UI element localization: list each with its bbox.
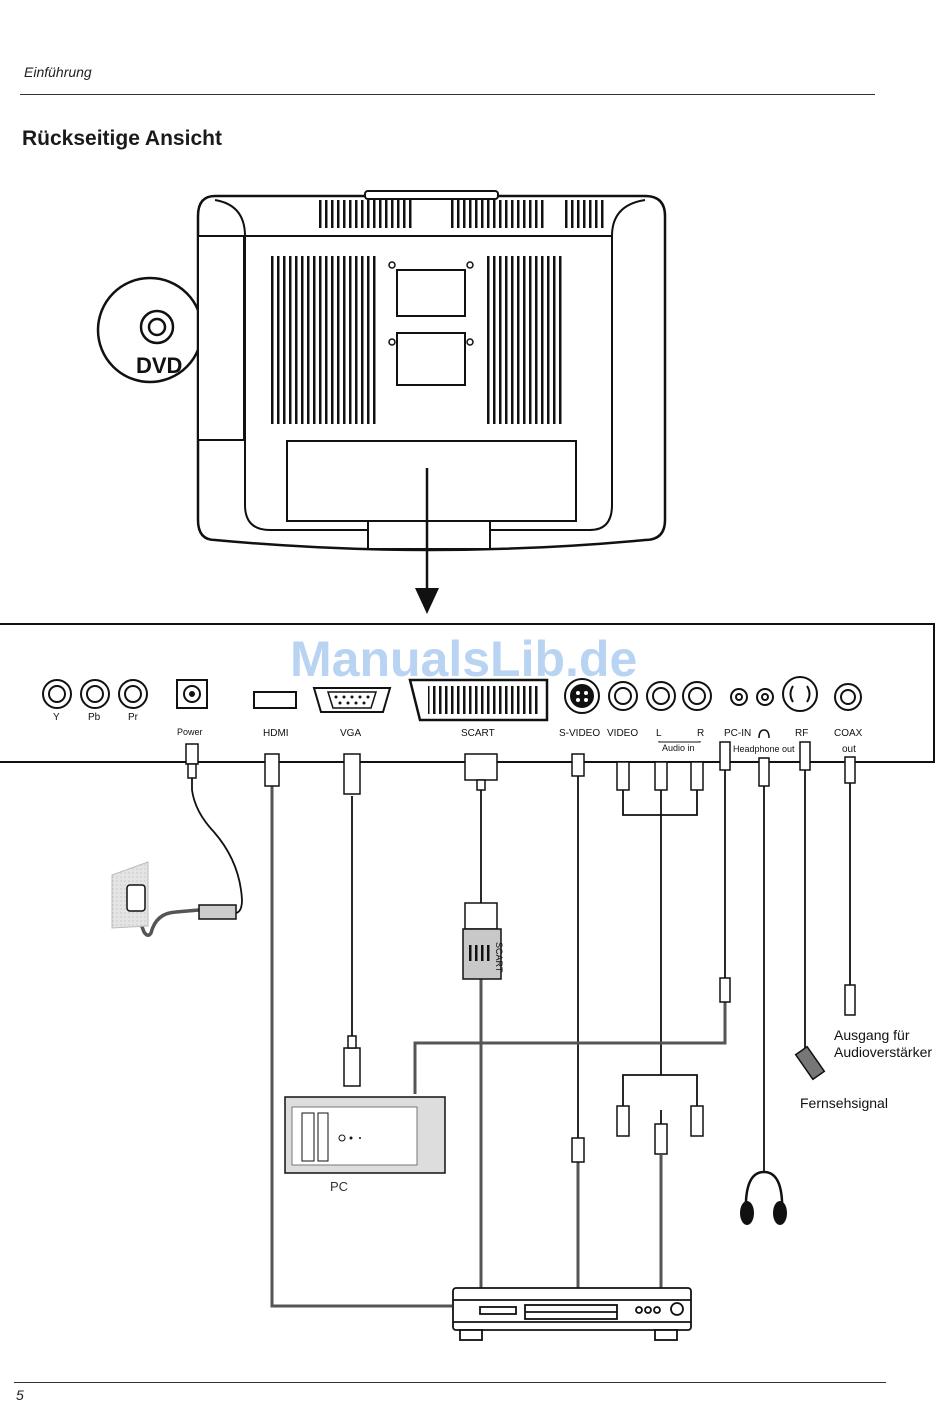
label-pb: Pb — [88, 712, 101, 723]
dvd-label: DVD — [136, 353, 182, 378]
top-vent-left — [318, 200, 414, 228]
svideo-plug — [572, 754, 584, 776]
label-audio-in: Audio in — [662, 743, 695, 753]
label-coax-out: out — [842, 744, 856, 755]
port-vga — [314, 688, 390, 712]
tv-signal-label: Fernsehsignal — [800, 1095, 888, 1111]
port-rf — [783, 677, 817, 711]
rf-plug — [800, 742, 810, 770]
tv-rear-view — [98, 191, 665, 550]
rf-antenna-plug — [796, 1047, 825, 1080]
vga-plug-bottom — [344, 1048, 360, 1086]
side-vent-left — [268, 256, 376, 424]
page-number: 5 — [16, 1387, 24, 1403]
label-pcin: PC-IN — [724, 728, 751, 739]
top-vent-center — [448, 200, 544, 228]
label-hdmi: HDMI — [263, 728, 289, 739]
audio-amp-label-line1: Ausgang für — [834, 1027, 910, 1043]
coax-plug — [845, 757, 855, 783]
label-vga: VGA — [340, 728, 361, 739]
coax-plug-end — [845, 985, 855, 1015]
audio-amp-label-line2: Audioverstärker — [834, 1044, 932, 1060]
scart-plug-top — [465, 754, 497, 780]
top-vent-right — [565, 200, 605, 228]
cables — [132, 762, 850, 1306]
label-power: Power — [177, 727, 203, 737]
connector-panel: ManualsLib.de — [0, 624, 934, 762]
pc-audio-plug — [720, 978, 730, 1002]
headphones — [740, 1172, 787, 1225]
label-y: Y — [53, 712, 60, 723]
power-cable — [192, 762, 242, 913]
vga-plug-top — [344, 754, 360, 794]
dvd-slot — [198, 236, 244, 440]
label-pr: Pr — [128, 712, 139, 723]
label-rf: RF — [795, 728, 808, 739]
tv-handle — [365, 191, 498, 199]
rca-plug-dvd-video — [655, 1124, 667, 1154]
side-vent-right — [486, 256, 564, 424]
label-headphone-out: Headphone out — [733, 744, 795, 754]
rca-plug-dvd-l — [617, 1106, 629, 1136]
label-video: VIDEO — [607, 728, 638, 739]
label-audio-r: R — [697, 728, 704, 739]
rca-plug-video — [617, 762, 629, 790]
composite-cable-join — [623, 790, 697, 815]
port-hdmi — [254, 692, 296, 708]
dvd-player — [453, 1288, 691, 1340]
footer-rule — [14, 1382, 886, 1383]
dvd-disc-hole-inner — [149, 319, 165, 335]
rca-plug-r — [691, 762, 703, 790]
jack-plug-pcin — [720, 742, 730, 770]
scart-plug-label: SCART — [494, 942, 504, 973]
power-plug — [186, 744, 198, 764]
svideo-plug-dvd — [572, 1138, 584, 1162]
port-svideo — [565, 679, 599, 713]
port-scart — [410, 680, 547, 720]
hdmi-cable — [272, 786, 452, 1306]
label-coax: COAX — [834, 728, 863, 739]
hdmi-plug — [265, 754, 279, 786]
label-scart: SCART — [461, 728, 495, 739]
wall-socket — [112, 862, 236, 928]
rca-plug-l — [655, 762, 667, 790]
pc-device — [285, 1097, 445, 1173]
pc-label: PC — [330, 1179, 348, 1194]
jack-plug-headphone — [759, 758, 769, 786]
label-audio-l: L — [656, 728, 662, 739]
label-svideo: S-VIDEO — [559, 728, 600, 739]
rca-plug-dvd-r — [691, 1106, 703, 1136]
tv-stand-notch — [368, 521, 490, 549]
